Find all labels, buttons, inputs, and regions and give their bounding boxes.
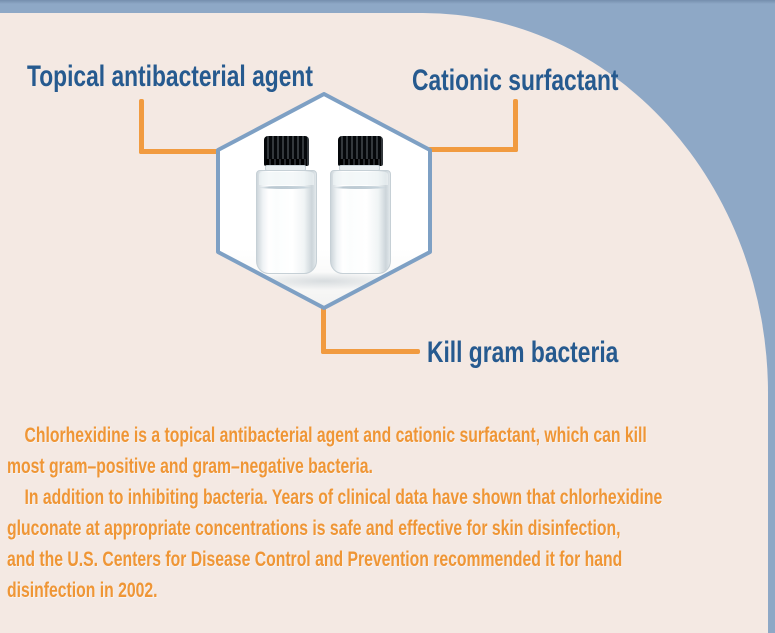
hexagon-product-badge: [216, 92, 432, 310]
connector-topical-vertical: [139, 99, 144, 154]
glass-vial-left-icon: [256, 136, 317, 276]
glass-vial-right-icon: [330, 136, 391, 276]
vial-cap: [264, 136, 309, 166]
description-line: and the U.S. Centers for Disease Control…: [7, 548, 623, 571]
connector-cationic-horizontal: [428, 147, 518, 152]
vial-cap: [338, 136, 383, 166]
connector-kill-vertical: [321, 306, 326, 354]
connector-cationic-vertical: [513, 99, 518, 152]
liquid-meniscus: [259, 186, 314, 189]
label-cationic-surfactant: Cationic surfactant: [412, 64, 619, 97]
description-line: Chlorhexidine is a topical antibacterial…: [7, 424, 647, 447]
vial-body: [256, 170, 317, 274]
connector-kill-horizontal: [321, 349, 420, 354]
label-topical-antibacterial-agent: Topical antibacterial agent: [27, 60, 313, 93]
description-paragraph: Chlorhexidine is a topical antibacterial…: [7, 420, 775, 606]
description-line: most gram–positive and gram–negative bac…: [7, 455, 373, 478]
label-kill-gram-bacteria: Kill gram bacteria: [427, 336, 619, 369]
description-line: disinfection in 2002.: [7, 579, 158, 602]
vial-body: [330, 170, 391, 274]
description-line: In addition to inhibiting bacteria. Year…: [7, 486, 663, 509]
description-line: gluconate at appropriate concentrations …: [7, 517, 621, 540]
connector-topical-horizontal: [139, 149, 222, 154]
content-panel: [0, 13, 768, 633]
liquid-meniscus: [333, 186, 388, 189]
hexagon-frame: [216, 92, 432, 310]
